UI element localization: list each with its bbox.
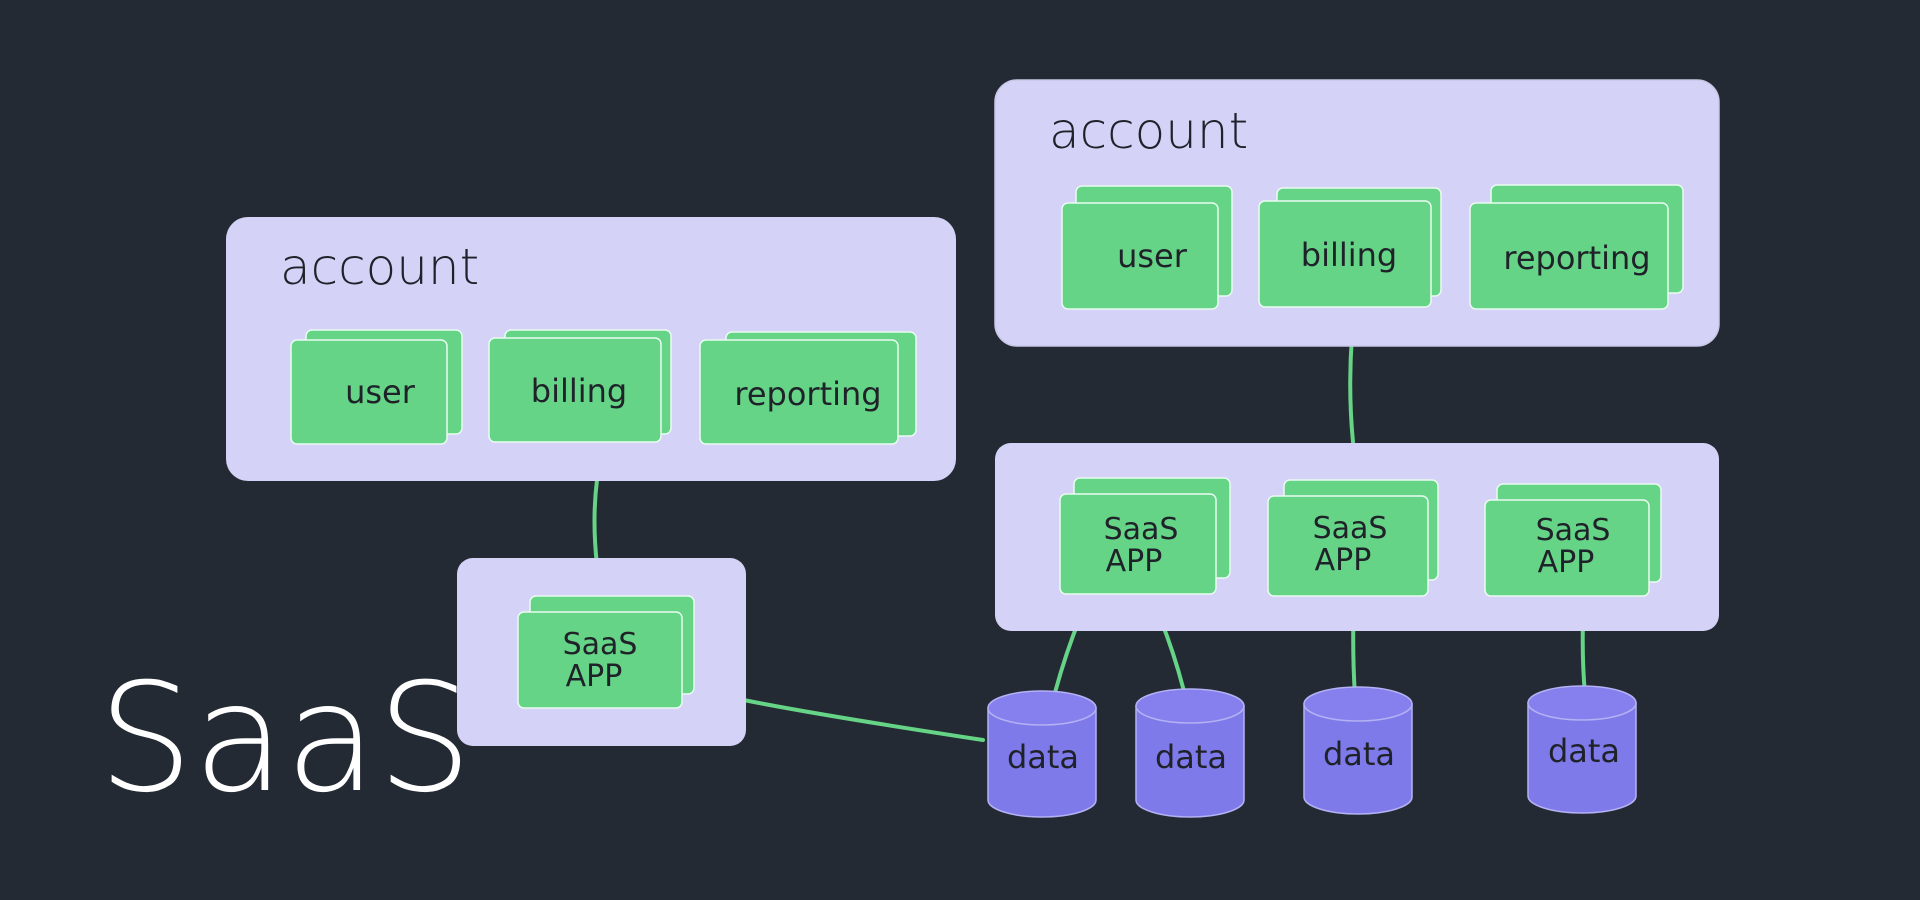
account-heading-left: account	[280, 238, 479, 296]
service-card-billing-right: billing	[1258, 187, 1442, 308]
app-panel-right: SaaS APP SaaS APP SaaS APP	[995, 443, 1719, 631]
database-label: data	[1155, 738, 1227, 776]
service-card-user-right: user	[1061, 185, 1233, 310]
app-label-line2: APP	[1315, 543, 1372, 578]
saas-app-card-2: SaaS APP	[1267, 479, 1439, 597]
service-label: billing	[1301, 236, 1397, 274]
app-label-line1: SaaS	[1536, 513, 1611, 548]
saas-app-card-left: SaaS APP	[517, 595, 695, 709]
database-2: data	[1135, 688, 1245, 818]
service-card-reporting-left: reporting	[699, 331, 917, 445]
app-label-line1: SaaS	[563, 627, 638, 662]
service-label: reporting	[734, 375, 881, 413]
app-panel-left: SaaS APP	[457, 558, 746, 746]
account-panel-right: account user billing reporting	[994, 79, 1720, 347]
service-label: billing	[531, 372, 627, 410]
saas-app-card-1: SaaS APP	[1059, 477, 1231, 595]
database-4: data	[1527, 685, 1637, 814]
service-card-billing-left: billing	[488, 329, 672, 443]
app-label-line2: APP	[566, 659, 623, 694]
connector-right-account-to-apps	[1348, 334, 1355, 444]
service-label: user	[345, 373, 416, 411]
diagram-title: SaaS	[98, 652, 472, 826]
account-heading-right: account	[1049, 102, 1248, 160]
account-panel-left: account user billing reporting	[226, 217, 956, 481]
app-label-line2: APP	[1106, 544, 1163, 579]
connector-left-account-to-app	[592, 478, 599, 567]
saas-app-card-3: SaaS APP	[1484, 483, 1662, 597]
app-label-line1: SaaS	[1104, 512, 1179, 547]
database-label: data	[1323, 735, 1395, 773]
app-label-line1: SaaS	[1313, 511, 1388, 546]
service-label: user	[1117, 237, 1188, 275]
service-label: reporting	[1503, 239, 1650, 277]
service-card-user-left: user	[290, 329, 463, 445]
database-label: data	[1548, 732, 1620, 770]
database-1: data	[987, 690, 1097, 818]
database-3: data	[1303, 686, 1413, 815]
database-label: data	[1007, 738, 1079, 776]
app-label-line2: APP	[1538, 545, 1595, 580]
service-card-reporting-right: reporting	[1469, 184, 1684, 310]
